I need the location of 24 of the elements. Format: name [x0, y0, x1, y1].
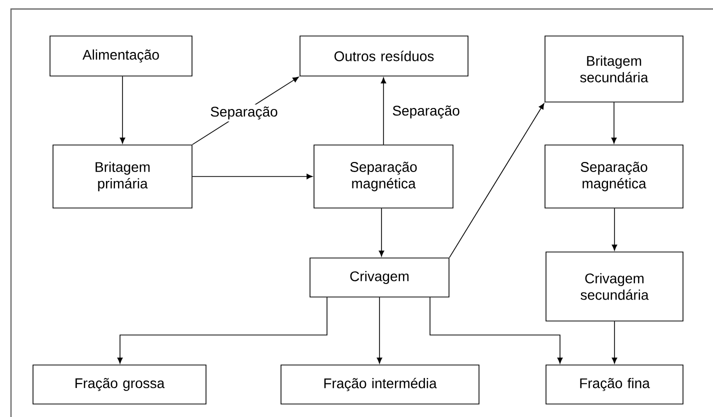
- arrow: [612, 321, 618, 364]
- process-box: Britagem primária: [52, 144, 192, 208]
- process-box: Crivagem: [310, 258, 450, 298]
- process-box: Britagem secundária: [544, 36, 684, 102]
- process-box: Fração fina: [546, 364, 684, 404]
- arrow: [612, 208, 618, 251]
- arrow: [380, 77, 386, 145]
- arrow: [611, 102, 617, 144]
- arrow: [378, 208, 384, 257]
- process-box: Alimentação: [50, 36, 192, 76]
- process-box: Fração intermédia: [280, 364, 480, 404]
- edge-label: Separação: [390, 104, 462, 120]
- edge-label: Separação: [208, 104, 280, 122]
- process-box: Crivagem secundária: [546, 252, 684, 322]
- process-box: Separação magnética: [314, 144, 454, 208]
- process-box: Separação magnética: [544, 144, 684, 208]
- arrow: [192, 174, 313, 180]
- process-box: Outros resíduos: [300, 36, 468, 76]
- arrow: [430, 297, 563, 364]
- arrow: [376, 297, 382, 364]
- arrow: [120, 76, 126, 144]
- process-box: Fração grossa: [32, 364, 206, 404]
- arrow: [449, 103, 544, 258]
- arrow: [117, 297, 328, 364]
